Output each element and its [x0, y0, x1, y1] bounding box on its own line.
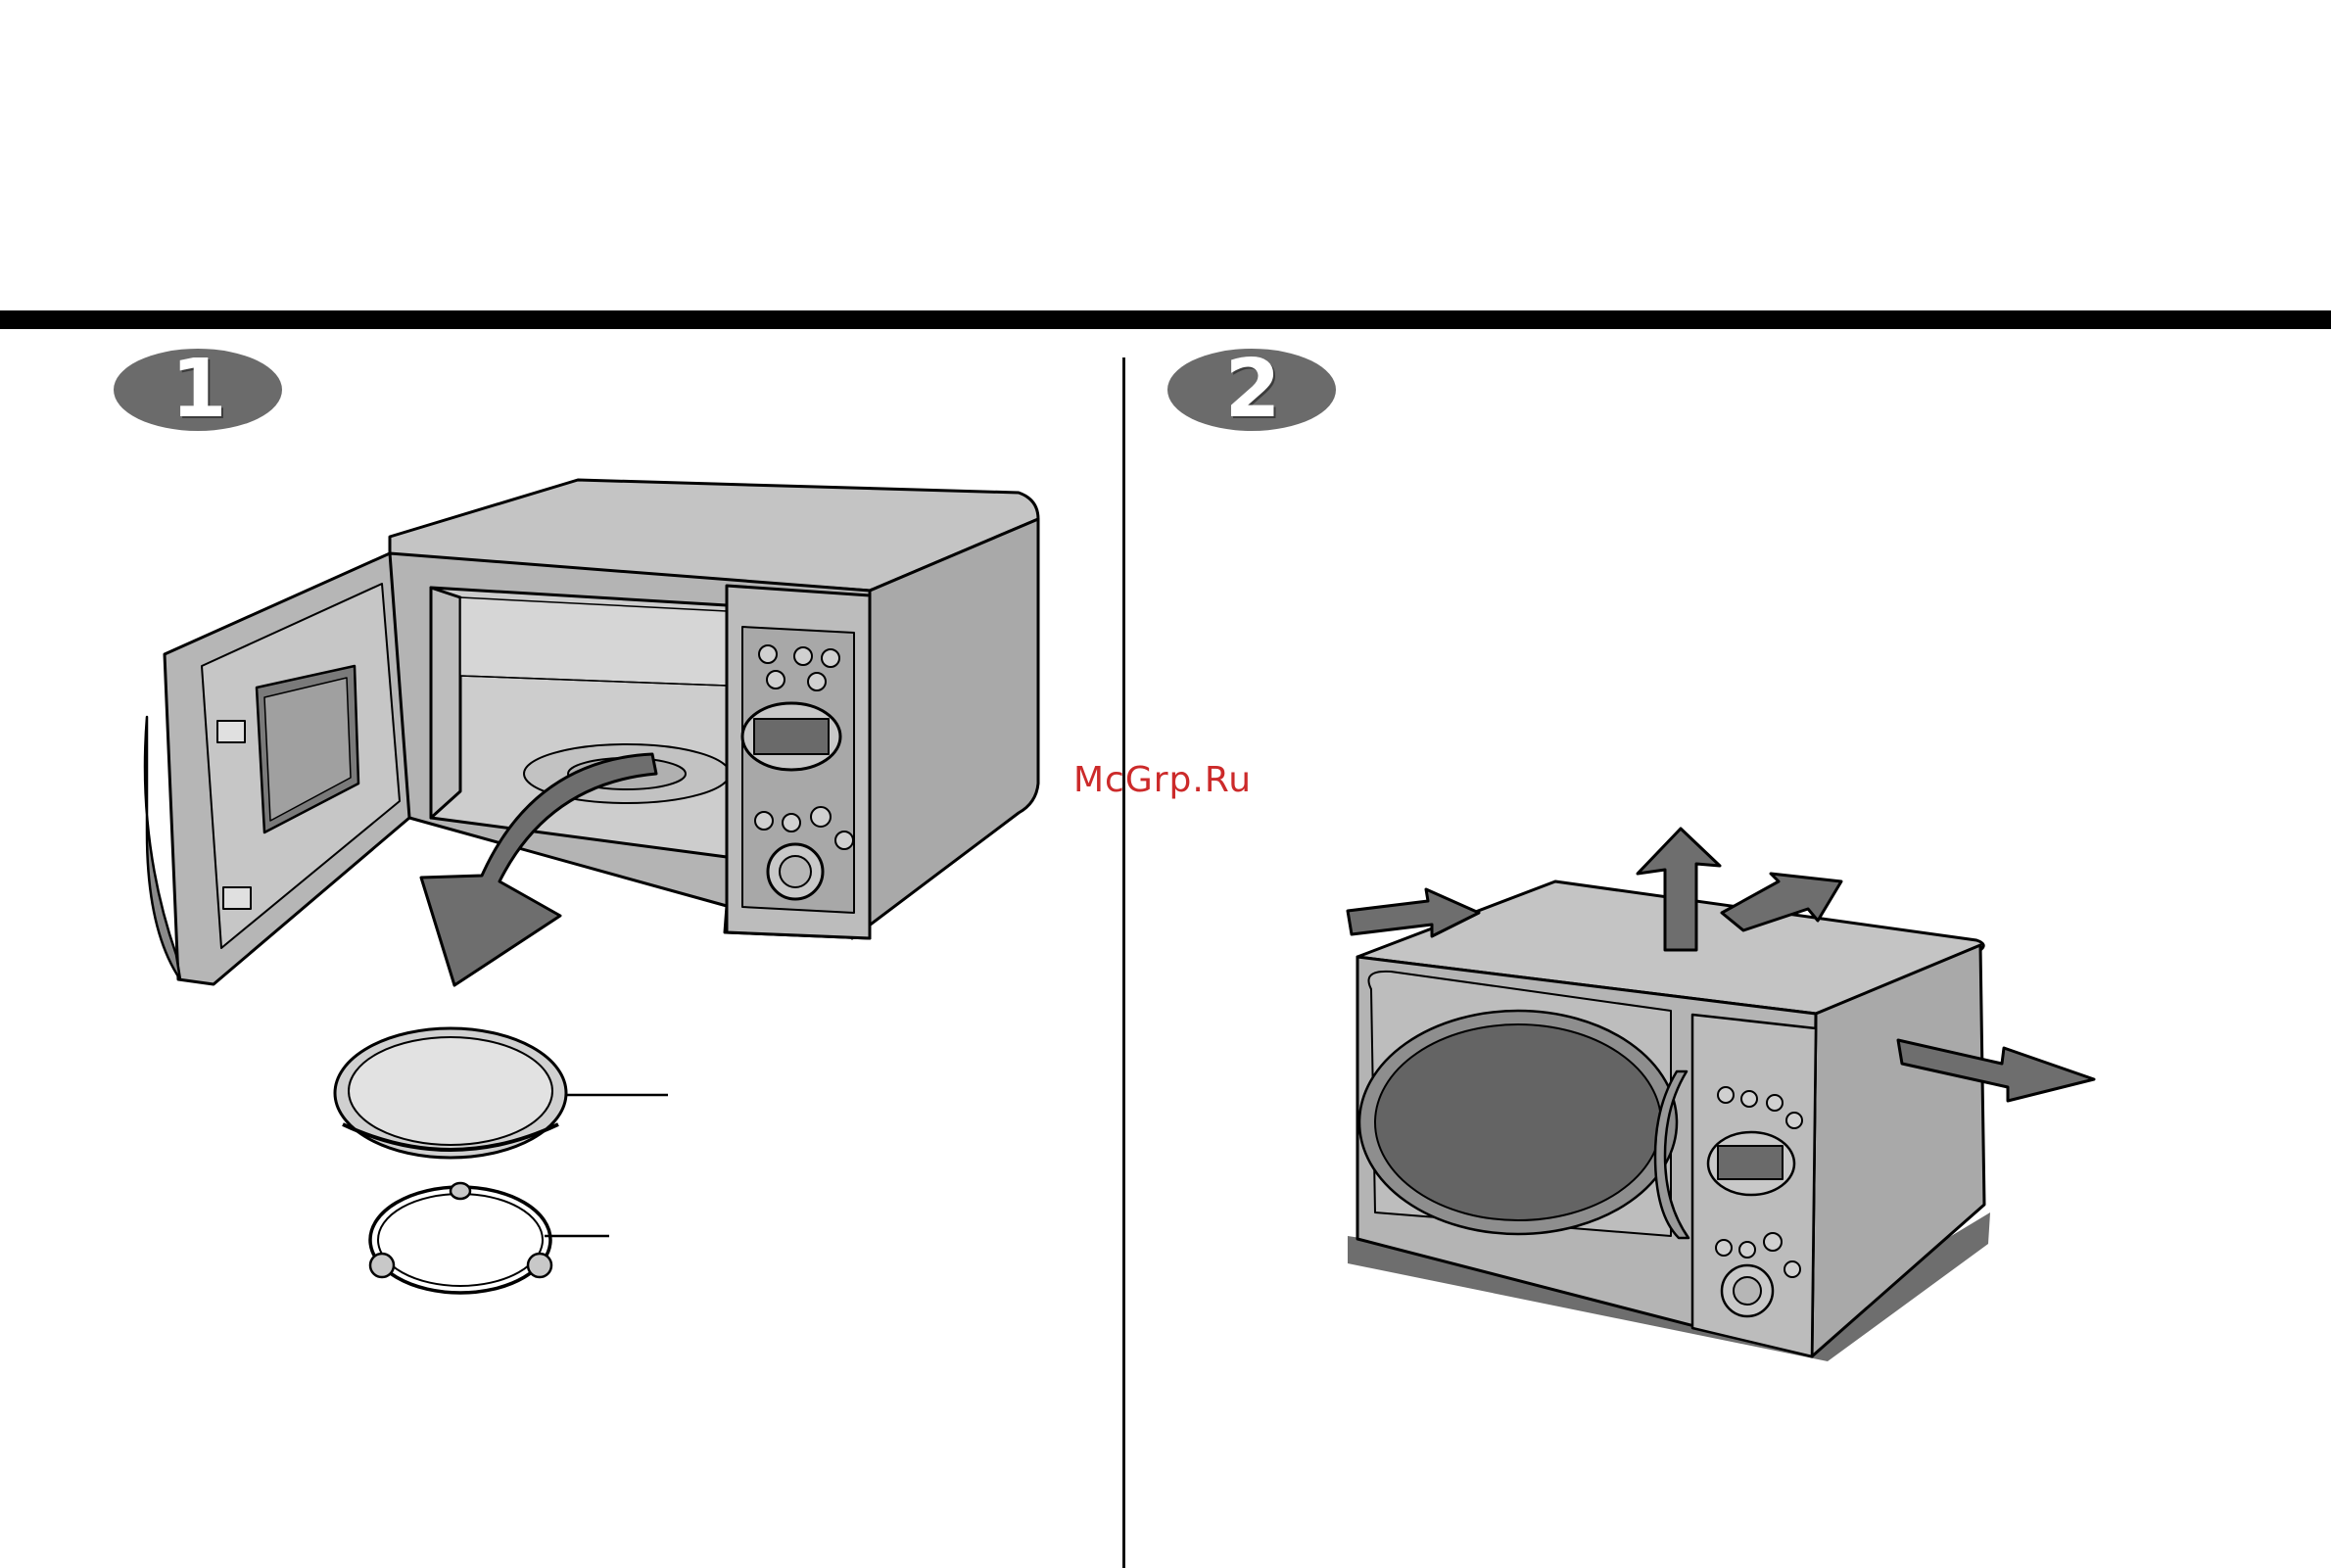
watermark-text: McGrp.Ru: [1073, 760, 1252, 800]
